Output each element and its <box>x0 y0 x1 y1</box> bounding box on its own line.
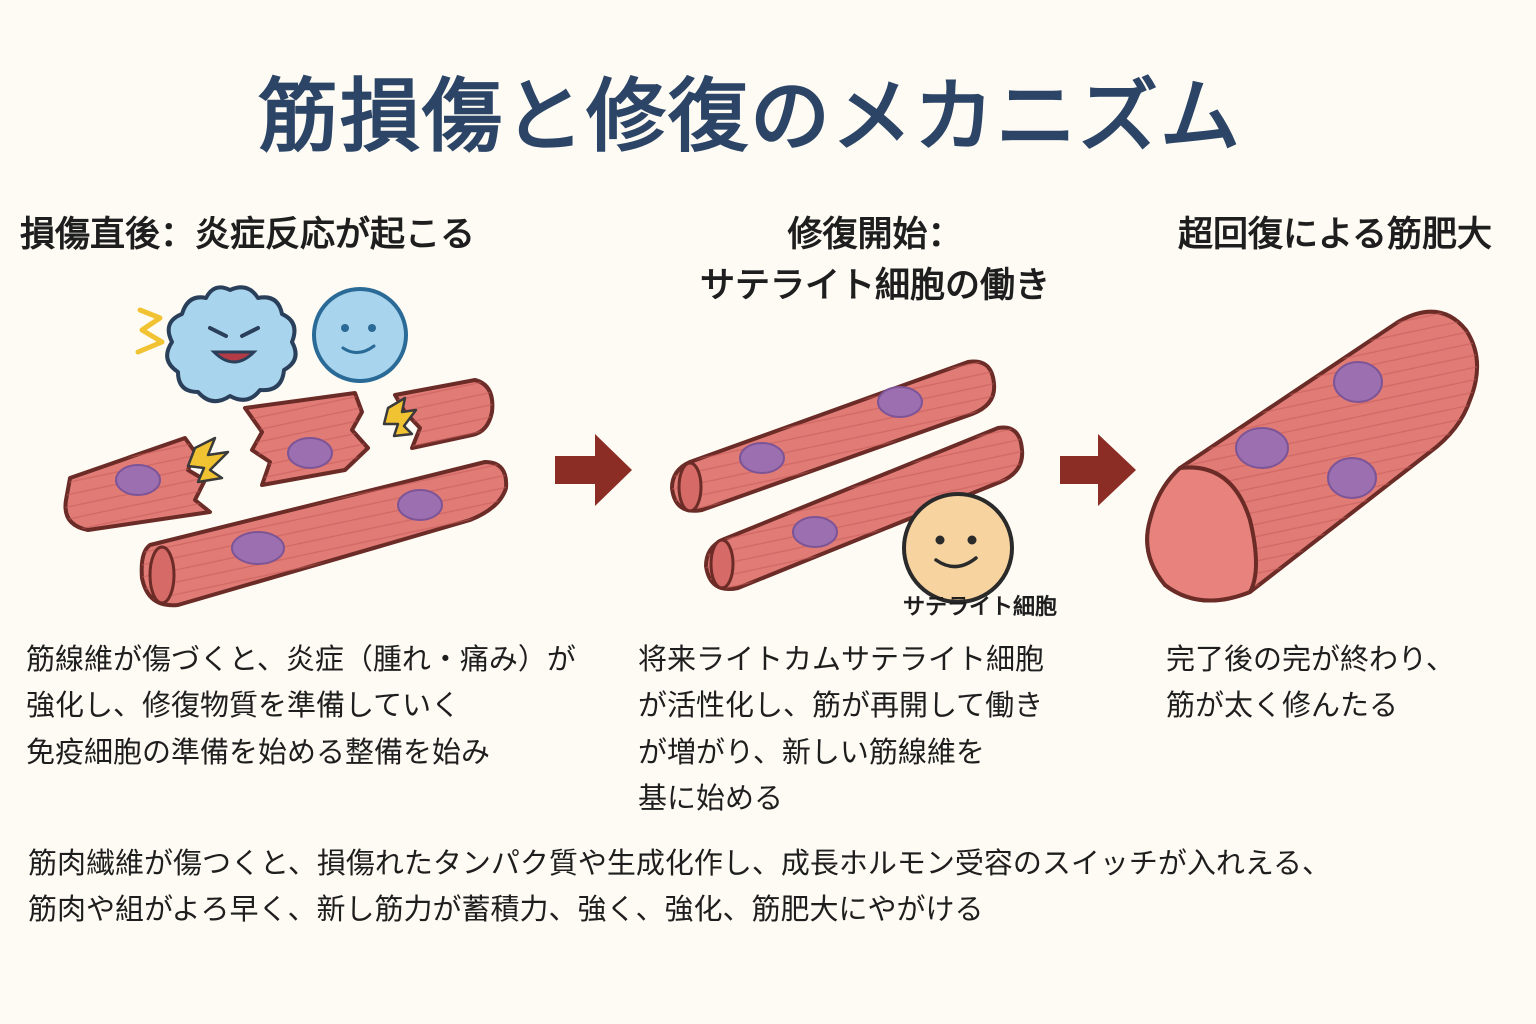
nucleus <box>115 464 161 496</box>
step1-desc-line: 免疫細胞の準備を始める整備を始み <box>26 734 491 769</box>
round-cell-icon <box>312 287 408 383</box>
step2-title-line-1: 修復開始： <box>787 215 963 255</box>
repair-fiber-lower <box>704 425 1025 591</box>
step1-title: 損傷直後：炎症反応が起こる <box>20 210 540 261</box>
step3-description: 完了後の完が終わり、 筋が太く修んたる <box>1166 636 1516 729</box>
damaged-fiber-right <box>393 378 495 450</box>
step2-desc-line: が活性化し、筋が再開して働き <box>638 688 1044 723</box>
step2-title: 修復開始： サテライト細胞の働き <box>640 210 1110 312</box>
damage-spark-icon <box>135 307 418 484</box>
intact-fiber-lower <box>139 460 509 608</box>
step1-desc-line: 筋線維が傷づくと、炎症（腫れ・痛み）が <box>26 642 576 676</box>
step2-desc-line: 将来ライトカムサテライト細胞 <box>638 642 1045 676</box>
summary-line: 筋肉繊維が傷つくと、損傷れたタンパク質や生成化作し、成長ホルモン受容のスイッチが… <box>28 846 1331 880</box>
step1-title-line: 損傷直後：炎症反応が起こる <box>20 215 476 255</box>
step2-description: 将来ライトカムサテライト細胞 が活性化し、筋が再開して働き が増がり、新しい筋線… <box>638 636 1098 822</box>
step3-desc-line: 筋が太く修んたる <box>1166 688 1399 723</box>
immune-cell-icon <box>165 285 298 404</box>
step1-desc-line: 強化し、修復物質を準備していく <box>26 688 461 723</box>
nucleus <box>877 386 923 418</box>
nucleus <box>1333 361 1383 403</box>
step3-title-line: 超回復による筋肥大 <box>1178 215 1492 255</box>
repair-fiber-upper <box>670 359 997 513</box>
nucleus <box>792 516 838 548</box>
summary-text: 筋肉繊維が傷つくと、損傷れたタンパク質や生成化作し、成長ホルモン受容のスイッチが… <box>28 840 1498 933</box>
arrow-icon <box>555 434 632 506</box>
step2-desc-line: 基に始める <box>638 781 784 816</box>
nucleus <box>287 437 333 469</box>
nucleus <box>231 531 285 565</box>
nucleus <box>1235 427 1289 469</box>
step3-title: 超回復による筋肥大 <box>1140 210 1530 261</box>
nucleus <box>1327 457 1377 499</box>
satellite-cell-label: サテライト細胞 <box>903 594 1057 620</box>
damaged-fiber-left <box>63 436 212 532</box>
damaged-fiber-middle <box>243 391 370 487</box>
hypertrophied-fiber <box>1145 309 1480 603</box>
step2-desc-line: が増がり、新しい筋線維を <box>638 734 985 769</box>
summary-line: 筋肉や組がよろ早く、新し筋力が蓄積力、強く、強化、筋肥大にやがける <box>28 892 984 927</box>
nucleus <box>739 442 785 474</box>
step2-title-line-2: サテライト細胞の働き <box>699 265 1050 306</box>
page-title: 筋損傷と修復のメカニズム <box>258 70 1242 163</box>
arrow-icon <box>1060 434 1136 506</box>
step3-desc-line: 完了後の完が終わり、 <box>1166 642 1455 676</box>
step1-description: 筋線維が傷づくと、炎症（腫れ・痛み）が 強化し、修復物質を準備していく 免疫細胞… <box>26 636 606 775</box>
nucleus <box>397 489 443 521</box>
satellite-cell-icon <box>902 492 1014 604</box>
